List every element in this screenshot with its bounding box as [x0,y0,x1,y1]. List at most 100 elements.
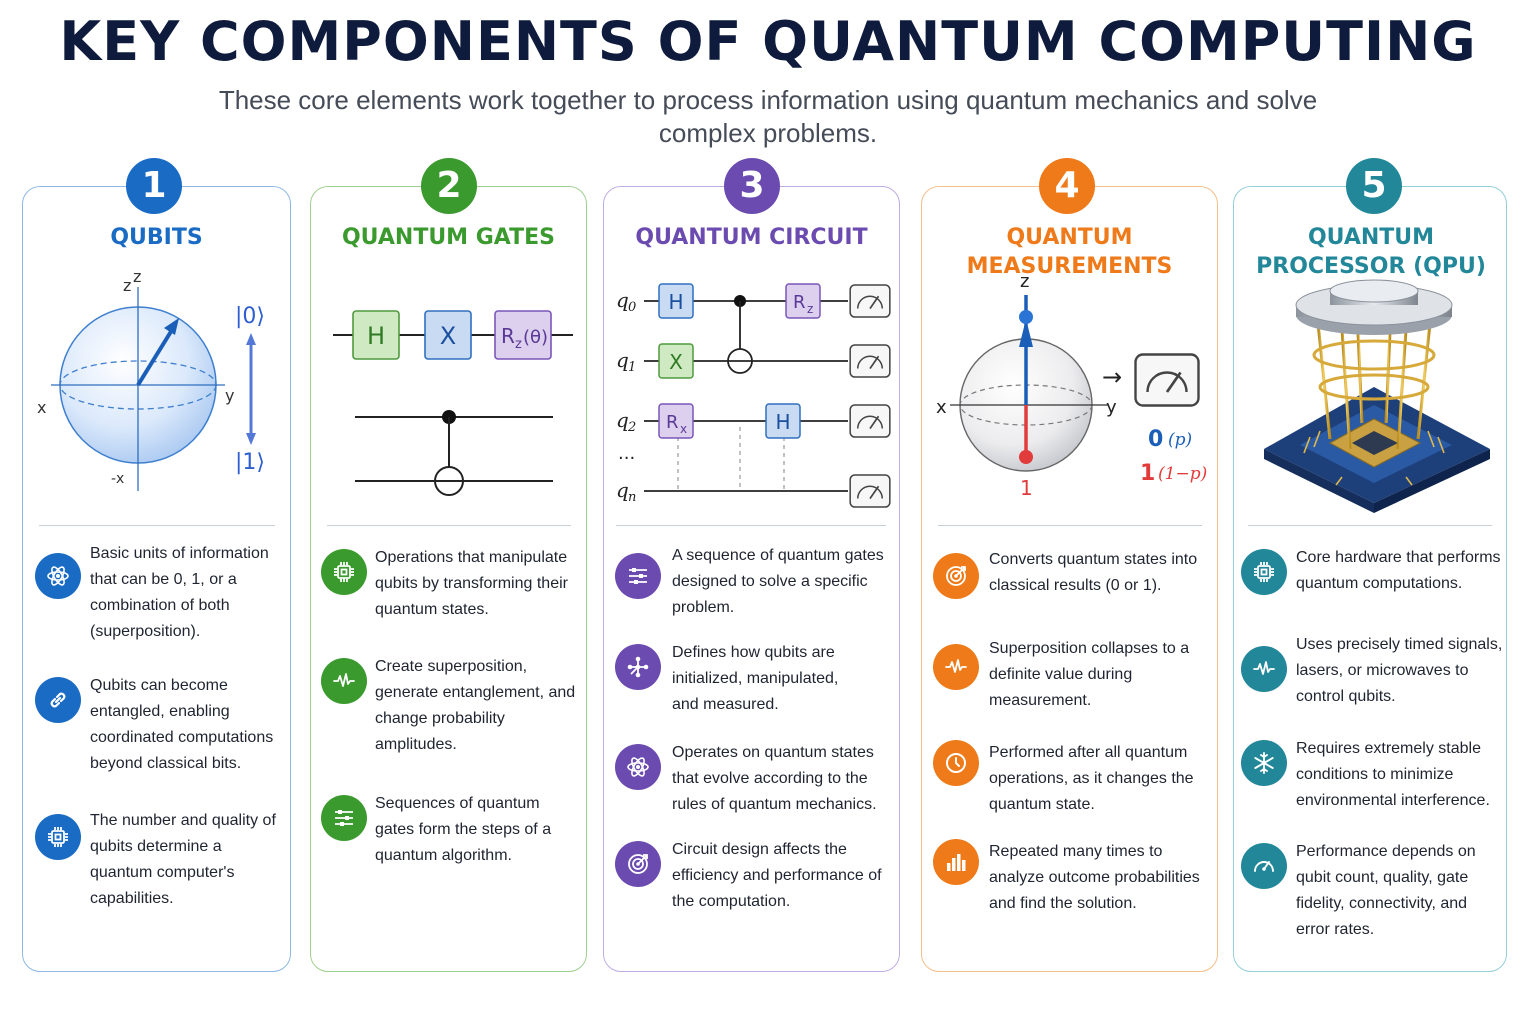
measurement-sphere-diagram: z x y 1 → 0 (p) 1 (1−p) [936,271,1207,500]
axis-z-label: z [1020,271,1029,292]
axis-y-label: y [225,386,234,405]
item-text: Requires extremely stable conditions to … [1296,740,1490,809]
card-title: QUANTUM PROCESSOR (QPU) [1256,225,1486,279]
card-number-badge: 3 [724,158,780,214]
measurement-meter-icon [849,404,891,438]
item-text: Performed after all quantum operations, … [989,744,1194,813]
item-text: Converts quantum states into classical r… [989,551,1198,594]
outcome-one: 1 [1140,461,1155,486]
qubit-label: q [616,408,629,432]
qubit-label: q [616,478,629,502]
outcome-zero-probability: (p) [1168,430,1192,450]
waveform-icon [933,644,979,690]
pole-top-dot [1019,310,1033,324]
target-icon [933,553,979,599]
card-qubits: QUBITS z z x y -x |0⟩ |1⟩ Basic units of… [22,186,291,972]
card-number-badge: 1 [126,158,182,214]
gate-h-label: H [367,322,385,350]
page-subtitle: These core elements work together to pro… [218,85,1318,148]
atom-icon [615,744,661,790]
item-text: Basic units of information that can be 0… [90,545,269,640]
card-quantum-processor: QUANTUM PROCESSOR (QPU) [1233,186,1507,972]
axis-x-label: x [37,398,46,417]
item-text: Core hardware that performs quantum comp… [1296,549,1501,592]
measurement-meter-icon [849,284,891,318]
card-number-badge: 2 [421,158,477,214]
gate-h-label: H [775,410,790,434]
card-quantum-circuit: QUANTUM CIRCUIT H X R x H R z q 0 q 1 q … [603,186,900,972]
pole-bottom-dot [1019,450,1033,464]
measurement-meter-icon [849,474,891,508]
item-text: Sequences of quantum gates form the step… [375,795,552,864]
gate-rz-argument: (θ) [523,327,548,348]
clock-icon [933,740,979,786]
bloch-sphere-diagram: z z x y -x |0⟩ |1⟩ [37,267,265,491]
waveform-icon [321,658,367,704]
item-text: Superposition collapses to a definite va… [989,640,1190,709]
arrow-label: → [1102,363,1122,391]
chip-icon [321,549,367,595]
sequence-icon [321,795,367,841]
card-title: QUANTUM CIRCUIT [635,225,868,250]
ket-zero-label: |0⟩ [235,304,265,329]
item-text: Uses precisely timed signals, lasers, or… [1296,636,1503,705]
qubit-label: q [616,348,629,372]
pole-bottom-label: 1 [1020,476,1033,500]
card-title: QUANTUM GATES [341,225,555,250]
outcome-one-probability: (1−p) [1158,464,1207,484]
gate-rx-label: R [666,412,679,433]
qubit-subscript: 2 [627,420,636,435]
card-divider [938,525,1202,526]
axis-x-label: x [936,397,947,418]
qubit-subscript: n [628,490,636,505]
item-text: A sequence of quantum gates designed to … [672,547,884,616]
quantum-processor-illustration [1264,279,1490,513]
bar-chart-icon [933,839,979,885]
card-divider [1248,525,1492,526]
item-text: Defines how qubits are initialized, mani… [672,644,839,713]
item-text: Operations that manipulate qubits by tra… [375,549,568,618]
network-icon [615,644,661,690]
gate-rz-label: R [793,292,806,313]
outcome-zero: 0 [1148,427,1163,452]
chip-icon [1241,549,1287,595]
measurement-meter-icon [1134,353,1200,407]
link-icon [35,677,81,723]
card-divider [327,525,571,526]
gate-rx-subscript: x [680,422,687,436]
axis-neg-x-label: -x [111,471,124,487]
atom-icon [35,553,81,599]
item-text: Performance depends on qubit count, qual… [1296,843,1476,938]
measurement-meter-icon [849,344,891,378]
gate-rz-subscript: z [515,337,522,352]
card-number-badge: 4 [1039,158,1095,214]
item-text: Qubits can become entangled, enabling co… [90,677,274,772]
gate-x-label: X [669,350,683,374]
gate-rz-label: R [501,324,515,348]
gate-x-label: X [440,322,456,350]
card-number-badge: 5 [1346,158,1402,214]
quantum-circuit-diagram: H X R x H R z q 0 q 1 q 2 ... q n [616,283,891,508]
target-icon [615,841,661,887]
page-title: KEY COMPONENTS OF QUANTUM COMPUTING [59,10,1477,73]
axis-z-top-label: z [133,267,141,286]
card-title: QUANTUM MEASUREMENTS [966,225,1173,279]
chip-icon [35,814,81,860]
gauge-icon [1241,843,1287,889]
item-text: Operates on quantum states that evolve a… [672,744,877,813]
qubit-subscript: 1 [628,360,636,375]
card-quantum-gates: QUANTUM GATES H X R z (θ) Operations tha… [310,186,587,972]
quantum-gates-diagram: H X R z (θ) [333,310,573,496]
card-title: QUBITS [110,225,203,250]
gate-rz-subscript: z [807,302,813,316]
axis-z-label: z [123,276,131,295]
item-text: Repeated many times to analyze outcome p… [989,843,1200,912]
card-divider [616,525,886,526]
item-text: The number and quality of qubits determi… [90,812,276,907]
snowflake-icon [1241,740,1287,786]
qubit-subscript: 0 [628,300,636,315]
waveform-icon [1241,646,1287,692]
item-text: Circuit design affects the efficiency an… [672,841,882,910]
gate-h-label: H [668,290,683,314]
item-text: Create superposition, generate entanglem… [375,658,576,753]
